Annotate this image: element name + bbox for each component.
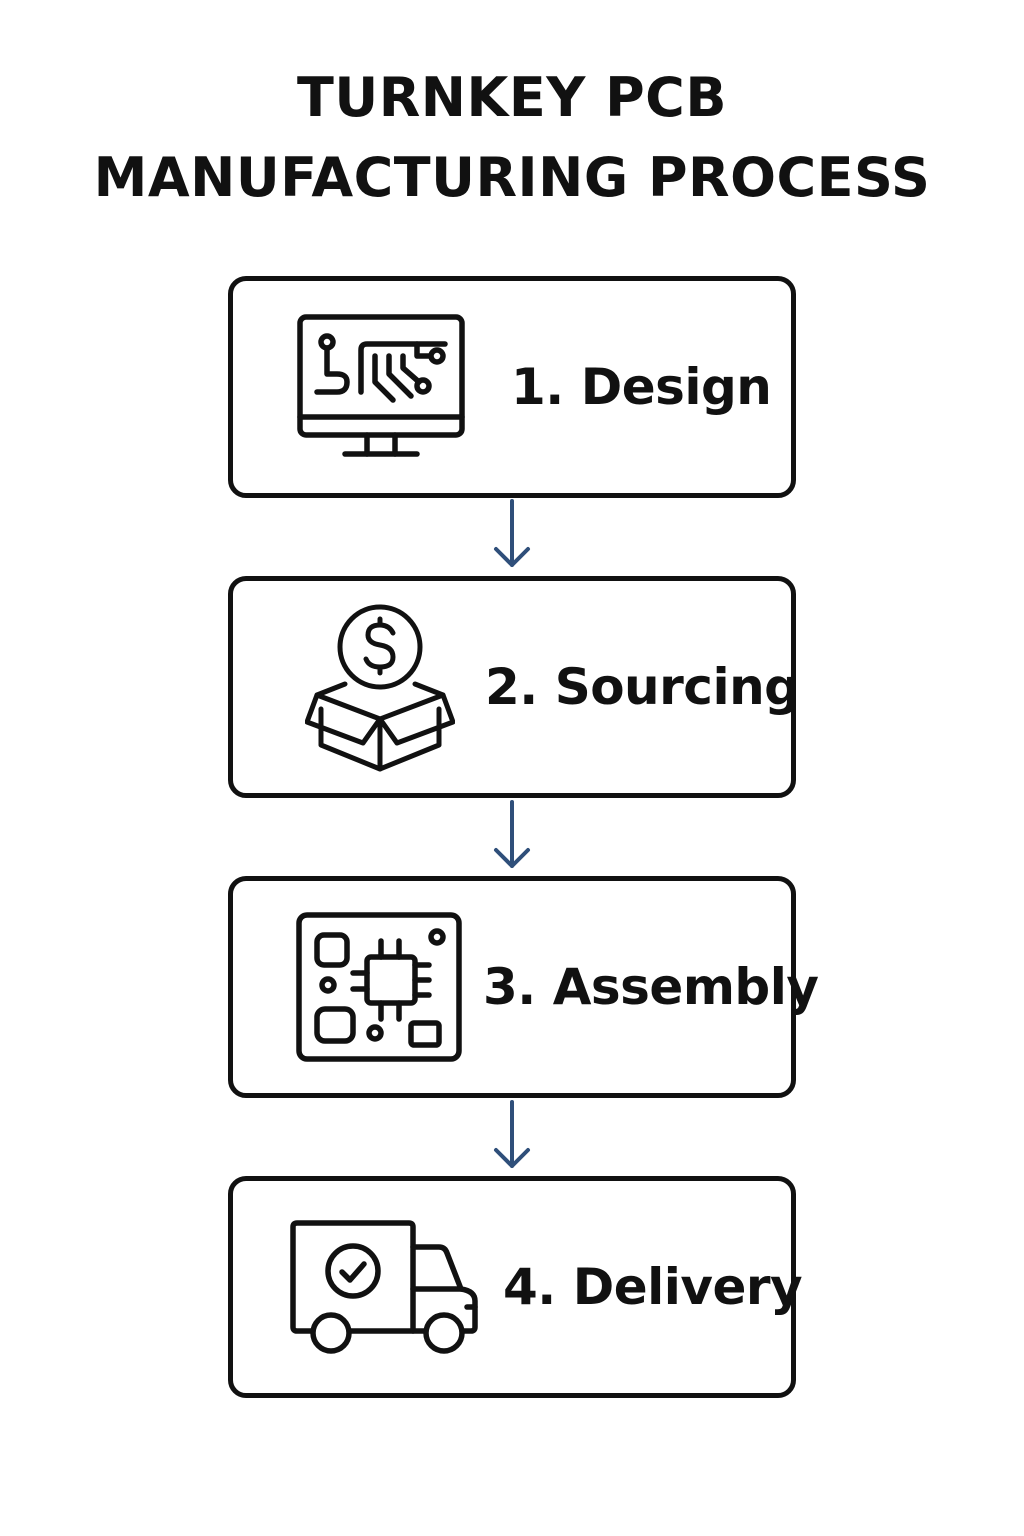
arrow-down-icon — [494, 1100, 530, 1168]
circuit-board-chip-icon — [296, 912, 462, 1062]
title-line-1: TURNKEY PCB — [297, 66, 727, 129]
money-box-icon — [305, 604, 455, 772]
step-design: 1. Design — [228, 276, 796, 498]
diagram-title: TURNKEY PCB MANUFACTURING PROCESS — [0, 58, 1024, 218]
title-line-2: MANUFACTURING PROCESS — [93, 146, 931, 209]
step-label: 3. Assembly — [483, 958, 819, 1016]
step-label: 4. Delivery — [503, 1258, 803, 1316]
computer-circuit-icon — [297, 314, 465, 457]
step-delivery: 4. Delivery — [228, 1176, 803, 1398]
arrow-down-icon — [494, 800, 530, 868]
step-label: 2. Sourcing — [485, 658, 800, 716]
delivery-truck-check-icon — [290, 1220, 478, 1354]
step-sourcing: 2. Sourcing — [228, 576, 800, 798]
arrow-down-icon — [494, 499, 530, 567]
step-label: 1. Design — [511, 358, 772, 416]
step-assembly: 3. Assembly — [228, 876, 819, 1098]
